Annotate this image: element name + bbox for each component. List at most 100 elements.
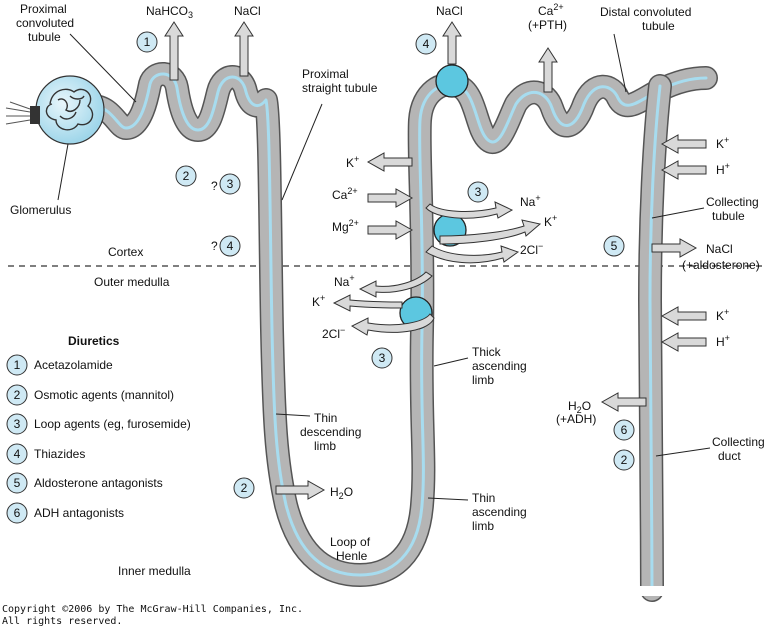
site-badge-2-duct: 2 <box>613 449 635 471</box>
k-tal-arrow <box>439 219 542 245</box>
pth-label: (+PTH) <box>528 18 567 32</box>
site-badge-3-cortex: 3 <box>467 181 489 203</box>
collecting-tubule-label: Collecting tubule <box>706 195 762 223</box>
h-collecting-label: H+ <box>716 161 730 177</box>
thick-ascending-label: Thick ascending limb <box>472 345 530 387</box>
legend-item: 4 Thiazides <box>6 443 85 465</box>
ca-dct-arrow <box>538 47 558 93</box>
distal-convoluted-label: Distal convoluted tubule <box>600 5 695 33</box>
legend-title: Diuretics <box>68 334 120 348</box>
svg-text:3: 3 <box>227 177 234 191</box>
svg-text:3: 3 <box>379 351 386 365</box>
svg-text:4: 4 <box>423 37 430 51</box>
h-duct-label: H+ <box>716 333 730 349</box>
nacl-right-label: NaCl <box>706 242 733 256</box>
legend-item: 1 Acetazolamide <box>6 354 113 376</box>
svg-text:2: 2 <box>183 169 190 183</box>
h2o-arrow <box>275 480 326 500</box>
h2o-loop-label: H2O <box>330 485 353 501</box>
site-badge-5: 5 <box>603 235 625 257</box>
legend-item: 2 Osmotic agents (mannitol) <box>6 384 174 406</box>
mg-label: Mg2+ <box>332 218 359 234</box>
svg-text:5: 5 <box>611 239 618 253</box>
ca-top-label: Ca2+ <box>538 2 564 18</box>
site-badge-2-proximal: 2 <box>175 165 197 187</box>
diuretics-legend: Diuretics 1 Acetazolamide 2 Osmotic agen… <box>6 334 191 524</box>
aldosterone-label: (+aldosterone) <box>682 258 760 272</box>
svg-text:Acetazolamide: Acetazolamide <box>34 358 113 372</box>
proximal-convoluted-label: Proximal convoluted tubule <box>16 2 77 44</box>
cl-medulla-arrow <box>350 313 435 336</box>
glomerulus-label: Glomerulus <box>10 203 71 217</box>
cortex-label: Cortex <box>108 245 143 259</box>
svg-text:1: 1 <box>144 35 151 49</box>
copyright-line-2: All rights reserved. <box>2 616 122 627</box>
cl-tal-label: 2Cl− <box>520 241 543 257</box>
svg-text:4: 4 <box>227 239 234 253</box>
proximal-straight-label: Proximal straight tubule <box>302 67 378 95</box>
svg-text:3: 3 <box>14 417 21 431</box>
h2o-duct-arrow <box>600 392 647 412</box>
svg-text:3: 3 <box>475 185 482 199</box>
svg-text:Aldosterone antagonists: Aldosterone antagonists <box>34 476 163 490</box>
k-collecting-arrow <box>660 134 707 154</box>
glomerulus <box>5 75 105 145</box>
svg-text:6: 6 <box>621 423 628 437</box>
svg-text:2: 2 <box>621 453 628 467</box>
collecting-duct <box>636 74 672 602</box>
k-tal-label: K+ <box>544 213 557 229</box>
h2o-duct-label: H2O <box>568 399 591 415</box>
site-badge-1: 1 <box>136 31 158 53</box>
inner-medulla-label: Inner medulla <box>118 564 191 578</box>
svg-text:ADH antagonists: ADH antagonists <box>34 506 124 520</box>
svg-text:Thiazides: Thiazides <box>34 447 85 461</box>
k-medulla-label: K+ <box>312 293 325 309</box>
thin-ascending-label: Thin ascending limb <box>472 491 530 533</box>
na-medulla-arrow <box>358 271 433 298</box>
cl-tal-arrow <box>425 245 520 264</box>
k-out-label: K+ <box>346 154 359 170</box>
ca-reabsorb-arrow <box>367 188 414 208</box>
nahco3-arrow <box>164 21 184 81</box>
na-tal-label: Na+ <box>520 193 541 209</box>
question-mark-3: ? <box>211 179 218 193</box>
nacl-top-label-1: NaCl <box>234 4 261 18</box>
legend-item: 6 ADH antagonists <box>6 502 124 524</box>
site-badge-2-loop: 2 <box>233 477 255 499</box>
thin-descending-label: Thin descending limb <box>300 411 365 453</box>
question-mark-4: ? <box>211 239 218 253</box>
legend-item: 5 Aldosterone antagonists <box>6 472 163 494</box>
nephron-tubule <box>80 62 718 587</box>
svg-text:2: 2 <box>14 388 21 402</box>
transporter-dct <box>435 64 469 98</box>
loop-of-henle-label: Loop of Henle <box>330 535 373 563</box>
svg-text:Osmotic agents (mannitol): Osmotic agents (mannitol) <box>34 388 174 402</box>
na-tal-arrow <box>425 201 514 219</box>
site-badges: 1 2 3 4 4 3 3 5 6 2 2 <box>136 31 635 499</box>
na-medulla-label: Na+ <box>334 273 355 289</box>
leader-lines <box>57 33 711 501</box>
adh-label: (+ADH) <box>556 412 596 426</box>
svg-text:5: 5 <box>14 476 21 490</box>
nahco3-label: NaHCO3 <box>146 4 193 20</box>
k-duct-label: K+ <box>716 307 729 323</box>
k-collecting-label: K+ <box>716 135 729 151</box>
h-duct-arrow <box>660 332 707 352</box>
site-badge-4-proximal: 4 <box>219 235 241 257</box>
collecting-duct-label: Collecting duct <box>712 435 768 463</box>
h-collecting-arrow <box>660 160 707 180</box>
svg-text:2: 2 <box>241 481 248 495</box>
arrows <box>164 21 707 500</box>
site-badge-3-medulla: 3 <box>371 347 393 369</box>
svg-text:6: 6 <box>14 506 21 520</box>
ca-label: Ca2+ <box>332 186 358 202</box>
svg-text:1: 1 <box>14 358 21 372</box>
k-out-arrow <box>366 152 413 172</box>
cl-medulla-label: 2Cl− <box>322 325 345 341</box>
site-badge-3-proximal: 3 <box>219 173 241 195</box>
svg-text:Loop agents (eg, furosemide): Loop agents (eg, furosemide) <box>34 417 191 431</box>
outer-medulla-label: Outer medulla <box>94 275 170 289</box>
nacl-dct-arrow <box>442 21 462 65</box>
legend-item: 3 Loop agents (eg, furosemide) <box>6 413 191 435</box>
